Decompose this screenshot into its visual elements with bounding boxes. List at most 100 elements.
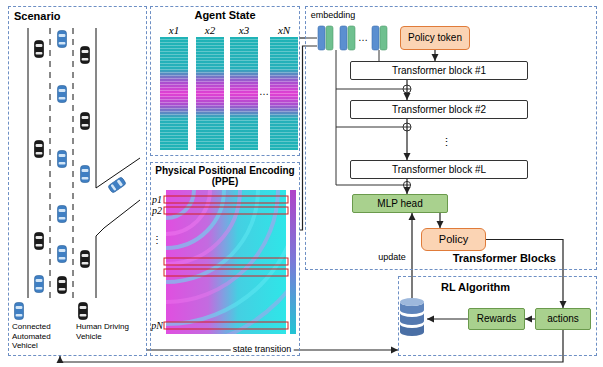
position-label: p2: [152, 206, 162, 216]
token-embeddings: [318, 26, 387, 50]
vehicles: [35, 31, 127, 294]
vehicles: [35, 233, 44, 250]
token-embeddings: [372, 26, 379, 50]
ellipsis: …: [259, 87, 269, 97]
agent-state-matrix: [270, 37, 298, 150]
road: [96, 228, 104, 236]
legend-icon: [15, 303, 24, 320]
ellipsis: ⋮: [441, 137, 452, 148]
ppe-panel: Physical Positional Encoding (PPE): [150, 162, 300, 356]
ppe-heatmap: [166, 190, 210, 234]
vehicles: [35, 141, 44, 158]
legend-icon: [79, 303, 88, 320]
flow-line: [411, 276, 412, 298]
scenario-panel: Scenario: [8, 6, 147, 356]
box-label: Rewards: [477, 313, 516, 325]
token-embeddings: [348, 26, 355, 50]
state-vector-label: x2: [205, 25, 215, 36]
legend-item: Connected Automated Vehicel: [12, 322, 72, 351]
token-embeddings: [318, 26, 325, 50]
ppe-heatmap: [164, 269, 288, 276]
agent-state-matrix: [196, 37, 224, 150]
panel-title: RL Algorithm: [441, 281, 510, 294]
vehicles: [81, 166, 90, 183]
panel-title: Physical Positional Encoding (PPE): [155, 165, 295, 187]
database-icon: [400, 298, 424, 336]
transformer-block: Transformer block #L: [350, 160, 528, 179]
actions-box: actions: [535, 308, 591, 330]
road: [96, 236, 97, 298]
ppe-heatmap: [166, 190, 286, 334]
legend-icon: [15, 303, 88, 320]
vehicles: [107, 176, 126, 193]
state-vector-label: x3: [239, 25, 249, 36]
connector: [486, 240, 563, 309]
connector: [406, 80, 407, 100]
connector: [525, 318, 535, 319]
ppe-heatmap: [164, 196, 288, 203]
connector: [406, 119, 407, 160]
position-label: pN: [151, 321, 163, 331]
state-vector-label: xN: [278, 25, 290, 36]
policy-box: Policy: [421, 228, 486, 251]
residual-line: [379, 50, 380, 61]
agent-state-matrix: [270, 37, 298, 150]
edge-label: embedding: [309, 11, 358, 21]
token-embeddings: [326, 26, 333, 50]
rewards-box: Rewards: [468, 308, 525, 330]
panel-title: Scenario: [14, 10, 60, 23]
vehicles: [58, 86, 67, 103]
ppe-heatmap: [164, 322, 288, 329]
legend-item: Human Driving Vehicle: [76, 322, 138, 341]
vehicles: [58, 246, 67, 263]
vehicles: [35, 276, 44, 293]
rl-panel: RL AlgorithmRewards actions: [398, 276, 597, 356]
connector: [411, 213, 412, 276]
residual-line: [336, 185, 403, 186]
token-embeddings: [340, 26, 347, 50]
vehicles: [58, 31, 67, 48]
road: [96, 28, 97, 188]
ppe-heatmap: [8, 32, 324, 348]
state-vector-label: x1: [169, 25, 179, 36]
vehicles: [81, 113, 90, 130]
panel-title: Agent State: [151, 9, 299, 22]
ppe-heatmap: [166, 190, 286, 334]
ppe-heatmap: [164, 207, 288, 214]
legend-text: Human Driving Vehicle: [76, 322, 129, 341]
edge-label: update: [376, 253, 408, 263]
vehicles: [58, 277, 67, 294]
vehicles: [35, 41, 44, 58]
ppe-heatmap: [166, 190, 286, 324]
database-icon: [400, 313, 424, 325]
ellipsis: ⋮: [152, 235, 162, 245]
vehicles: [58, 151, 67, 168]
agent-state-matrix: [230, 37, 258, 150]
database-icon: [400, 298, 424, 306]
box-label: Policy token: [408, 32, 462, 44]
agent-state-matrix: [196, 37, 224, 150]
transformer-block: Transformer block #2: [350, 100, 528, 119]
transformer-block: Transformer block #1: [350, 61, 528, 80]
vehicles: [81, 251, 90, 268]
agent-state-matrix: [160, 37, 188, 150]
ppe-heatmap: [290, 190, 296, 334]
road: [28, 28, 140, 298]
ppe-heatmap: [166, 190, 224, 248]
ellipsis: …: [358, 33, 368, 43]
residual-line: [305, 38, 317, 39]
agent-state-matrix: [160, 37, 188, 150]
policy-token-box: Policy token: [400, 26, 470, 50]
agent-state-matrix: [160, 37, 298, 150]
panel-title: Transformer Blocks: [453, 252, 556, 265]
vehicles: [81, 47, 90, 64]
residual-line: [336, 50, 337, 185]
residual-line: [336, 89, 403, 90]
database-icon: [400, 324, 424, 336]
residual-line: [336, 127, 403, 128]
connector: [439, 213, 440, 228]
box-label: Transformer block #1: [392, 65, 486, 77]
vehicles: [58, 206, 67, 223]
box-label: Transformer block #2: [392, 104, 486, 116]
token-embeddings: [380, 26, 387, 50]
